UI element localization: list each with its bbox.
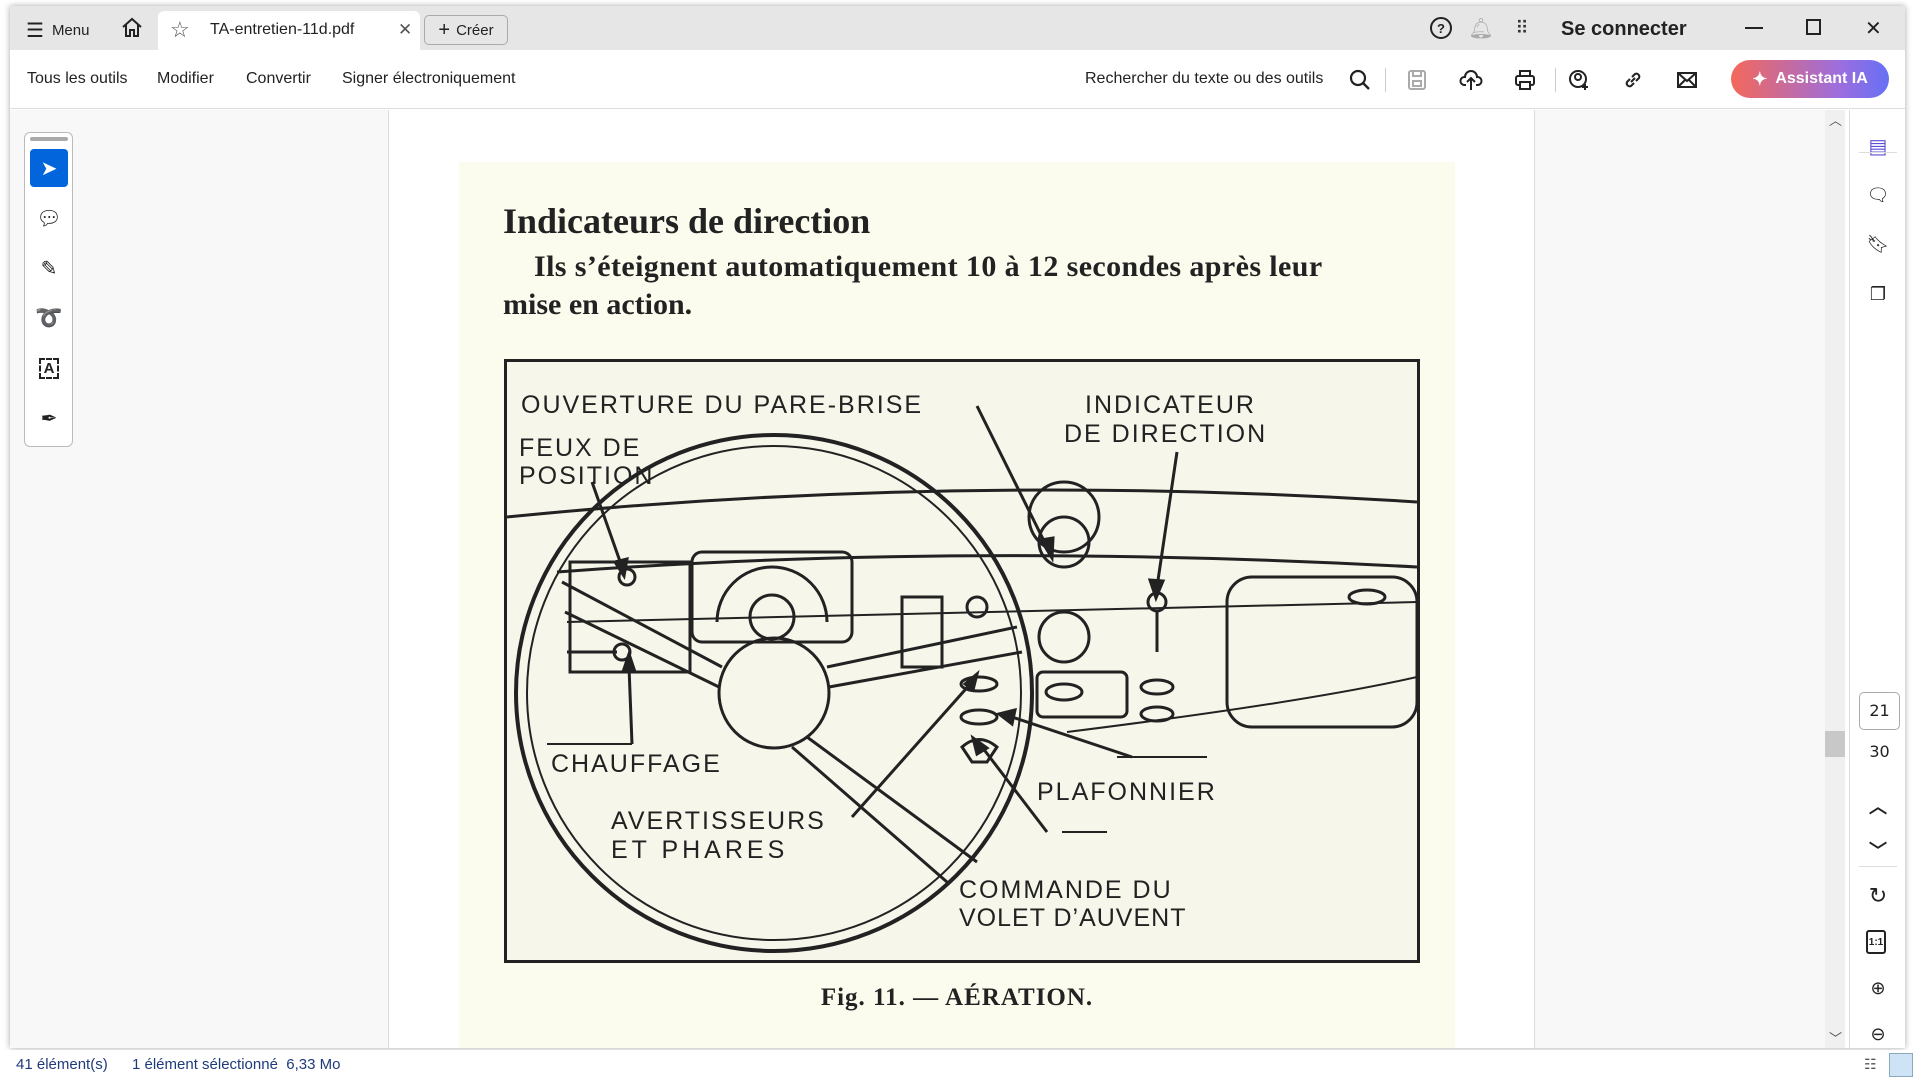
ai-sparkle-icon: ✦ bbox=[1752, 68, 1768, 89]
help-icon[interactable]: ? bbox=[1430, 17, 1452, 39]
label-position: POSITION bbox=[519, 462, 655, 490]
right-rail: ▤ 🗨︎ 🔖︎ ❐ 21 30 ︿ ﹀ ↻ 1:1 ⊕ ⊖ bbox=[1849, 110, 1905, 1048]
home-button[interactable] bbox=[120, 16, 144, 40]
comment-tool[interactable]: 💬︎ bbox=[30, 199, 68, 237]
label-commande: COMMANDE DU bbox=[959, 876, 1173, 904]
plus-icon: + bbox=[438, 18, 451, 41]
label-indicateur: INDICATEUR bbox=[1085, 391, 1256, 419]
vertical-scrollbar[interactable]: ︿ ﹀ bbox=[1825, 110, 1845, 1048]
paragraph-line: mise en action. bbox=[503, 288, 693, 321]
bookmarks-icon[interactable]: 🔖︎ bbox=[1866, 233, 1890, 254]
item-count: 41 élément(s) bbox=[16, 1056, 108, 1073]
menu-sign[interactable]: Signer électroniquement bbox=[342, 70, 516, 87]
close-window-icon[interactable]: ✕ bbox=[1865, 18, 1882, 40]
quick-tools-panel: ➤ 💬︎ ✎ ➰ A ✒ bbox=[24, 132, 73, 447]
scroll-up-icon[interactable]: ︿ bbox=[1829, 113, 1843, 128]
apps-grid-icon[interactable]: ⠿ bbox=[1515, 17, 1529, 38]
previous-page-icon[interactable]: ︿ bbox=[1869, 797, 1887, 817]
sign-tool[interactable]: ✒ bbox=[30, 399, 68, 437]
link-icon[interactable] bbox=[1621, 68, 1645, 92]
left-pane: ➤ 💬︎ ✎ ➰ A ✒ bbox=[10, 110, 389, 1048]
large-icons-view-icon[interactable] bbox=[1889, 1053, 1913, 1077]
divider bbox=[1555, 68, 1556, 92]
share-user-icon[interactable] bbox=[1567, 68, 1591, 92]
divider bbox=[1385, 68, 1386, 92]
page-number-input[interactable]: 21 bbox=[1859, 692, 1900, 730]
fountain-pen-icon: ✒ bbox=[40, 407, 58, 430]
zoom-in-icon[interactable]: ⊕ bbox=[1870, 977, 1886, 998]
actual-size-icon[interactable]: 1:1 bbox=[1866, 930, 1886, 954]
label-avertisseurs: AVERTISSEURS bbox=[611, 807, 826, 835]
figure-aeration: OUVERTURE DU PARE-BRISE FEUX DE POSITION… bbox=[504, 359, 1420, 963]
right-margin bbox=[1534, 110, 1835, 1048]
cloud-upload-icon[interactable] bbox=[1459, 68, 1483, 92]
page-heading: Indicateurs de direction bbox=[503, 201, 871, 241]
label-pare-brise: OUVERTURE DU PARE-BRISE bbox=[521, 391, 924, 419]
figure-caption: Fig. 11. — AÉRATION. bbox=[820, 984, 1094, 1011]
email-icon[interactable] bbox=[1675, 68, 1699, 92]
page-total: 30 bbox=[1869, 742, 1890, 761]
paragraph-line: Ils s’éteignent automatiquement 10 à 12 … bbox=[534, 250, 1323, 283]
label-de-direction: DE DIRECTION bbox=[1064, 420, 1268, 448]
menu-all-tools[interactable]: Tous les outils bbox=[27, 70, 128, 87]
edit-pdf-icon[interactable]: ▤ bbox=[1868, 135, 1888, 158]
selection-info: 1 élément sélectionné 6,33 Mo bbox=[132, 1056, 341, 1073]
toolbar: Tous les outils Modifier Convertir Signe… bbox=[10, 50, 1905, 109]
text-box-icon: A bbox=[38, 357, 60, 379]
document-view: Indicateurs de direction Ils s’éteignent… bbox=[390, 110, 1534, 1048]
ai-assistant-button[interactable]: ✦ Assistant IA bbox=[1731, 60, 1889, 98]
next-page-icon[interactable]: ﹀ bbox=[1869, 841, 1887, 861]
drag-handle[interactable] bbox=[30, 137, 68, 141]
maximize-icon[interactable] bbox=[1806, 19, 1821, 35]
cursor-arrow-icon: ➤ bbox=[40, 157, 58, 180]
label-chauffage: CHAUFFAGE bbox=[551, 750, 722, 778]
menu-button[interactable]: ☰ Menu bbox=[26, 20, 90, 42]
scroll-thumb[interactable] bbox=[1825, 731, 1845, 757]
label-plafonnier: PLAFONNIER bbox=[1037, 778, 1217, 806]
search-icon[interactable] bbox=[1348, 68, 1372, 92]
menu-edit[interactable]: Modifier bbox=[157, 70, 214, 87]
pdf-page: Indicateurs de direction Ils s’éteignent… bbox=[459, 162, 1455, 1048]
label-et-phares: ET PHARES bbox=[611, 836, 789, 864]
save-icon[interactable] bbox=[1405, 68, 1429, 92]
explorer-status-bar: 41 élément(s) 1 élément sélectionné 6,33… bbox=[0, 1050, 1920, 1080]
comment-icon: 💬︎ bbox=[36, 207, 62, 230]
pen-icon: ✎ bbox=[40, 257, 58, 280]
dashboard-drawing bbox=[507, 405, 1417, 953]
bell-icon[interactable]: 🔔︎ bbox=[1468, 17, 1494, 40]
lasso-icon: ➰ bbox=[35, 305, 63, 330]
search-tools-button[interactable]: Rechercher du texte ou des outils bbox=[1085, 70, 1324, 87]
tab-bar: ☰ Menu ☆ TA-entretien-11d.pdf ✕ + Créer … bbox=[10, 6, 1905, 50]
comments-icon[interactable]: 🗨︎ bbox=[1866, 184, 1890, 205]
create-button[interactable]: + Créer bbox=[424, 15, 508, 45]
label-feux: FEUX DE bbox=[519, 434, 642, 462]
tab-document[interactable]: ☆ TA-entretien-11d.pdf ✕ bbox=[158, 11, 420, 50]
select-tool[interactable]: ➤ bbox=[30, 149, 68, 187]
divider bbox=[1859, 152, 1897, 153]
rotate-icon[interactable]: ↻ bbox=[1868, 883, 1888, 908]
zoom-out-icon[interactable]: ⊖ bbox=[1870, 1023, 1886, 1044]
sign-in-button[interactable]: Se connecter bbox=[1561, 18, 1687, 40]
highlight-tool[interactable]: ✎ bbox=[30, 249, 68, 287]
home-icon bbox=[122, 17, 142, 37]
acrobat-window: ☰ Menu ☆ TA-entretien-11d.pdf ✕ + Créer … bbox=[10, 6, 1905, 1048]
minimize-icon[interactable] bbox=[1745, 27, 1763, 29]
hamburger-icon: ☰ bbox=[26, 20, 44, 42]
print-icon[interactable] bbox=[1513, 68, 1537, 92]
close-tab-icon[interactable]: ✕ bbox=[398, 20, 413, 39]
star-icon[interactable]: ☆ bbox=[170, 17, 190, 42]
text-tool[interactable]: A bbox=[30, 349, 68, 387]
divider bbox=[1859, 866, 1897, 867]
menu-convert[interactable]: Convertir bbox=[246, 70, 311, 87]
pages-icon[interactable]: ❐ bbox=[1869, 283, 1887, 304]
details-view-icon[interactable]: ☷ bbox=[1864, 1056, 1877, 1072]
label-volet: VOLET D’AUVENT bbox=[959, 904, 1187, 932]
draw-tool[interactable]: ➰ bbox=[30, 299, 68, 337]
scroll-down-icon[interactable]: ﹀ bbox=[1829, 1031, 1843, 1046]
